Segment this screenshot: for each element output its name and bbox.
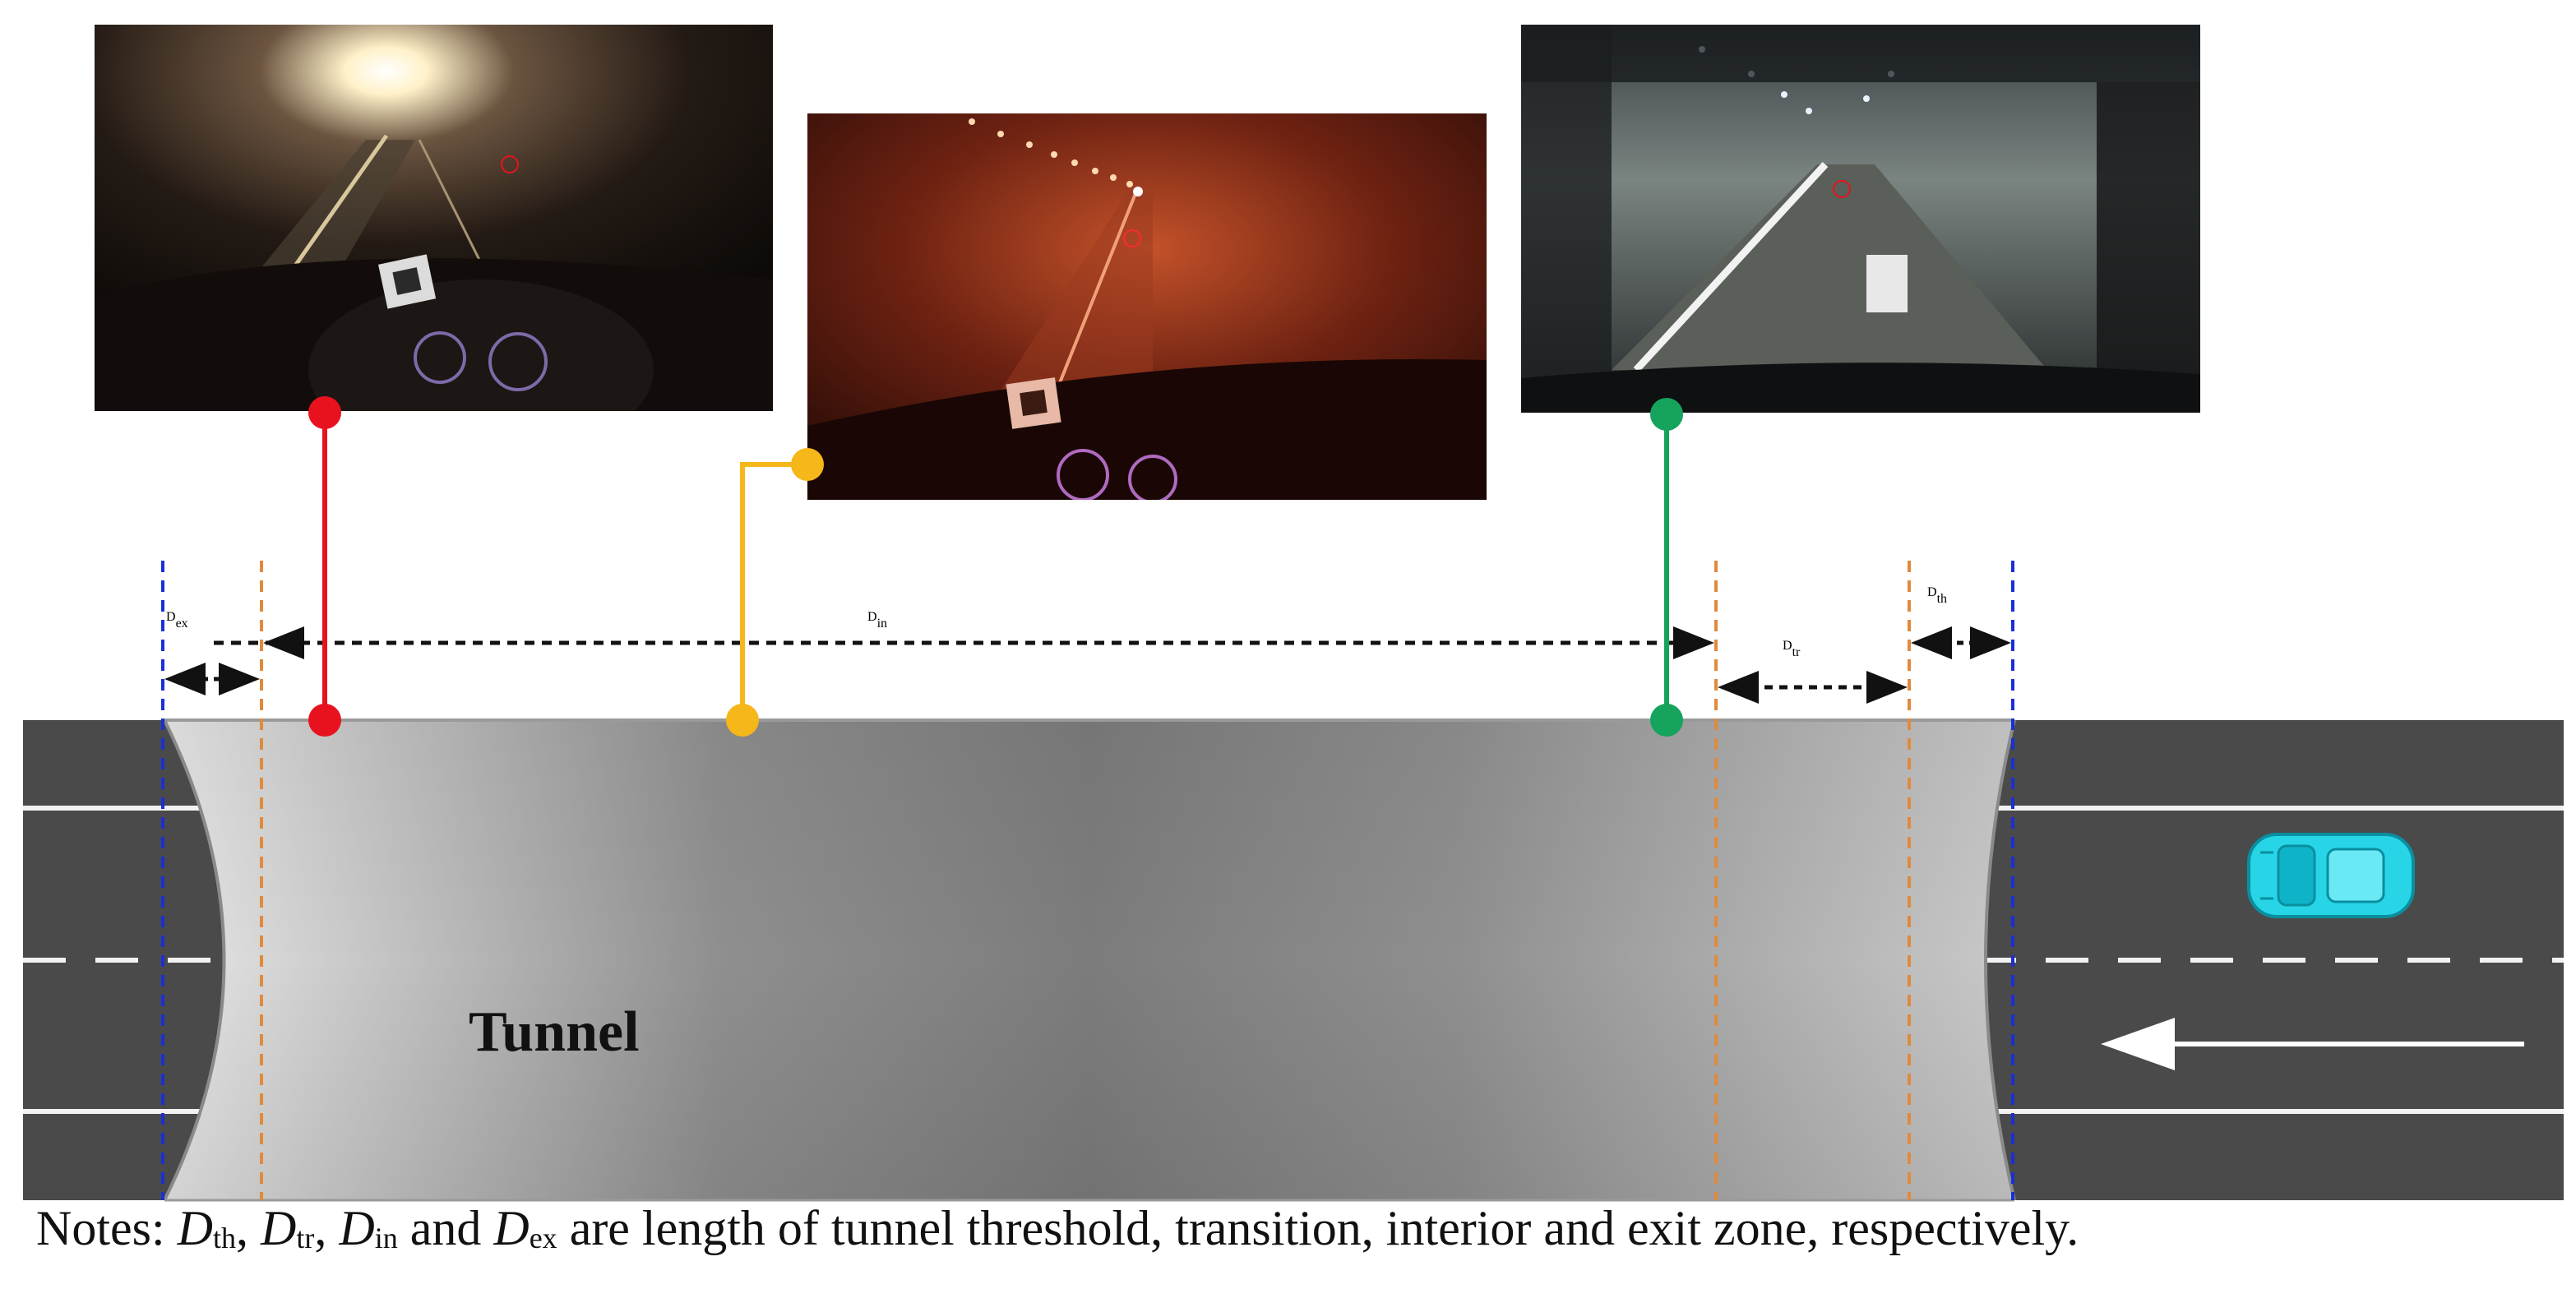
threshold-zone-label: Dth bbox=[1927, 585, 1947, 606]
photo-exit-image bbox=[1521, 25, 2200, 413]
zone-boundaries bbox=[161, 561, 2014, 1200]
green-marker bbox=[1650, 398, 1683, 737]
zone-labels: Dex Din Dtr Dth bbox=[166, 585, 1947, 659]
photo-threshold-image bbox=[95, 25, 773, 411]
interior-zone-label: Din bbox=[867, 610, 887, 631]
transition-zone-label: Dtr bbox=[1783, 639, 1801, 659]
dimension-arrows bbox=[164, 626, 2011, 704]
red-marker bbox=[308, 396, 341, 737]
photo-threshold-view bbox=[95, 25, 773, 411]
yellow-marker bbox=[726, 448, 824, 737]
tunnel-body bbox=[163, 718, 2016, 1202]
photo-exit-view bbox=[1521, 25, 2200, 413]
car-icon bbox=[2247, 833, 2415, 918]
photo-interior-view bbox=[807, 113, 1487, 500]
photo-interior-image bbox=[807, 113, 1487, 500]
interior-arrow-left-head bbox=[263, 626, 304, 659]
figure-notes: Notes: Dth, Dtr, Din and Dex are length … bbox=[36, 1201, 2079, 1255]
tunnel-label: Tunnel bbox=[469, 1000, 640, 1064]
direction-arrow-icon bbox=[2101, 1018, 2524, 1070]
exit-zone-label: Dex bbox=[166, 610, 188, 631]
interior-arrow-right-head bbox=[1673, 626, 1714, 659]
